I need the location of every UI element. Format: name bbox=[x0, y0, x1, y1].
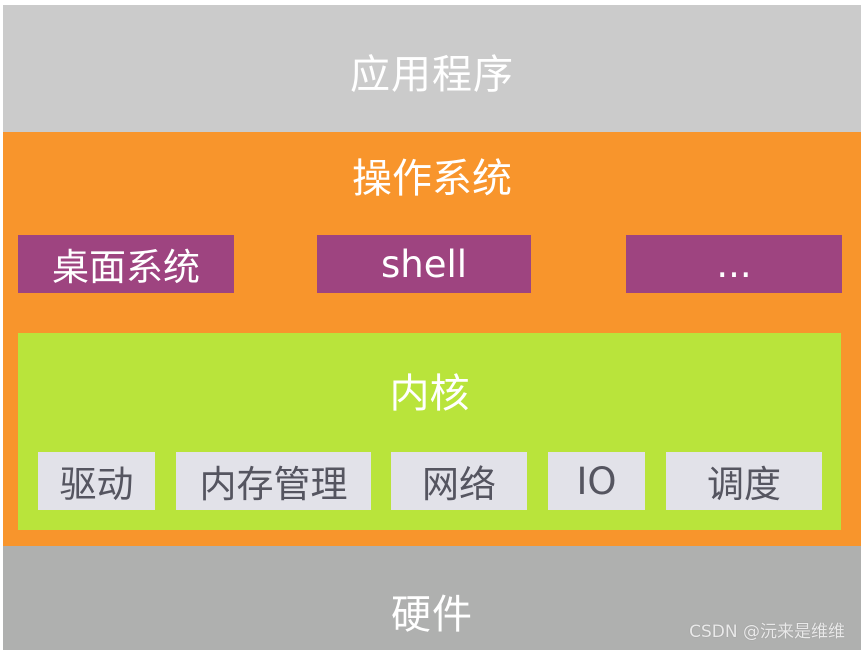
application-layer-title: 应用程序 bbox=[350, 51, 514, 98]
more-components-box: ... bbox=[626, 235, 842, 293]
kernel-module-driver: 驱动 bbox=[38, 452, 155, 510]
kernel-module-io: IO bbox=[548, 452, 645, 510]
shell-box: shell bbox=[317, 235, 531, 293]
hardware-layer-title: 硬件 bbox=[391, 592, 473, 638]
kernel-title: 内核 bbox=[389, 371, 470, 417]
operating-system-title: 操作系统 bbox=[352, 156, 512, 202]
hardware-layer: 硬件 CSDN @沅来是维维 bbox=[3, 546, 861, 650]
desktop-system-box: 桌面系统 bbox=[18, 235, 234, 293]
kernel-module-memory-management: 内存管理 bbox=[176, 452, 371, 510]
application-layer: 应用程序 bbox=[3, 5, 861, 132]
kernel-module-network: 网络 bbox=[391, 452, 527, 510]
watermark: CSDN @沅来是维维 bbox=[689, 622, 845, 642]
kernel-module-scheduling: 调度 bbox=[666, 452, 822, 510]
operating-system-layer: 操作系统 桌面系统 shell ... 内核 驱动 内存管理 网络 IO 调度 bbox=[3, 132, 861, 546]
kernel-layer: 内核 驱动 内存管理 网络 IO 调度 bbox=[18, 333, 841, 530]
